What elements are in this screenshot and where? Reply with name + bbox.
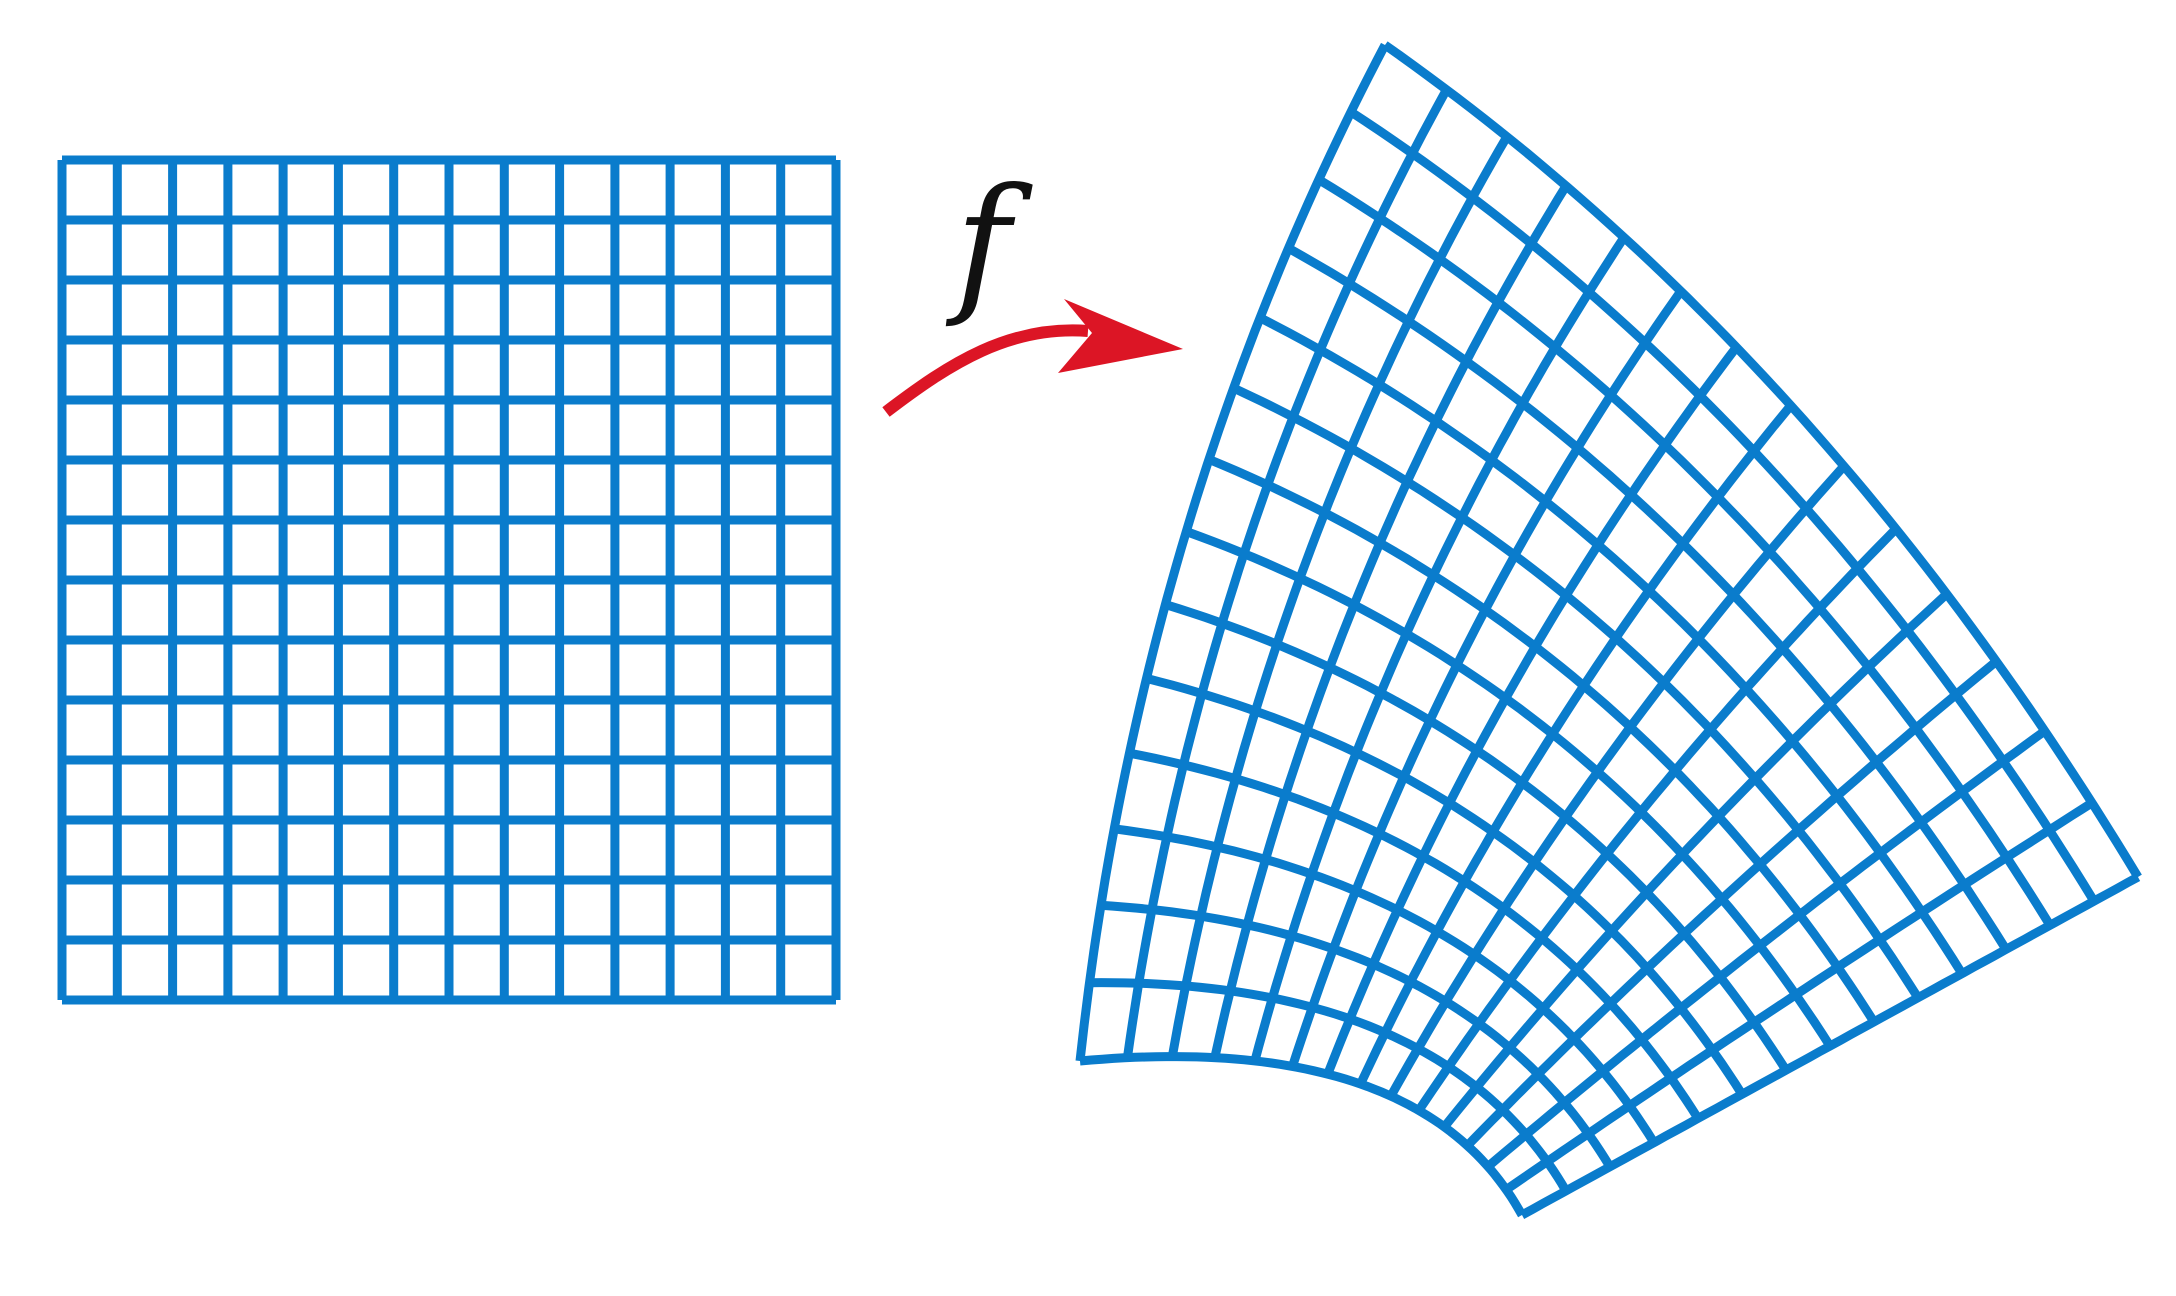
- target-grid-column-curve: [1519, 873, 2141, 1219]
- target-grid-column-curve: [1464, 657, 2000, 1149]
- target-grid-column-curve: [1356, 402, 1795, 1086]
- source-grid: [57, 155, 841, 1005]
- target-grid-column-curve: [1485, 727, 2048, 1171]
- target-grid-row-curve: [1079, 1052, 1526, 1218]
- function-label: f: [945, 157, 1033, 331]
- target-grid-column-curve: [1288, 288, 1685, 1068]
- target-grid-column-curve: [1122, 87, 1451, 1059]
- target-grid-column-curve: [1440, 590, 1950, 1130]
- target-grid-column-curve: [1075, 42, 1389, 1062]
- target-grid-column-curve: [1503, 799, 2095, 1194]
- mapping-arrow: [882, 299, 1183, 417]
- target-grid-column-curve: [1167, 134, 1511, 1058]
- target-grid-column-curve: [1415, 525, 1900, 1113]
- target-grid-column-curve: [1323, 344, 1740, 1076]
- target-grid-column-curve: [1250, 234, 1628, 1063]
- mapping-arrow-shaft: [882, 324, 1089, 417]
- target-grid-column-curve: [1210, 183, 1570, 1059]
- mapping-arrow-head: [1058, 299, 1183, 373]
- target-grid-column-curve: [1386, 463, 1848, 1099]
- target-grid: [1075, 41, 2142, 1219]
